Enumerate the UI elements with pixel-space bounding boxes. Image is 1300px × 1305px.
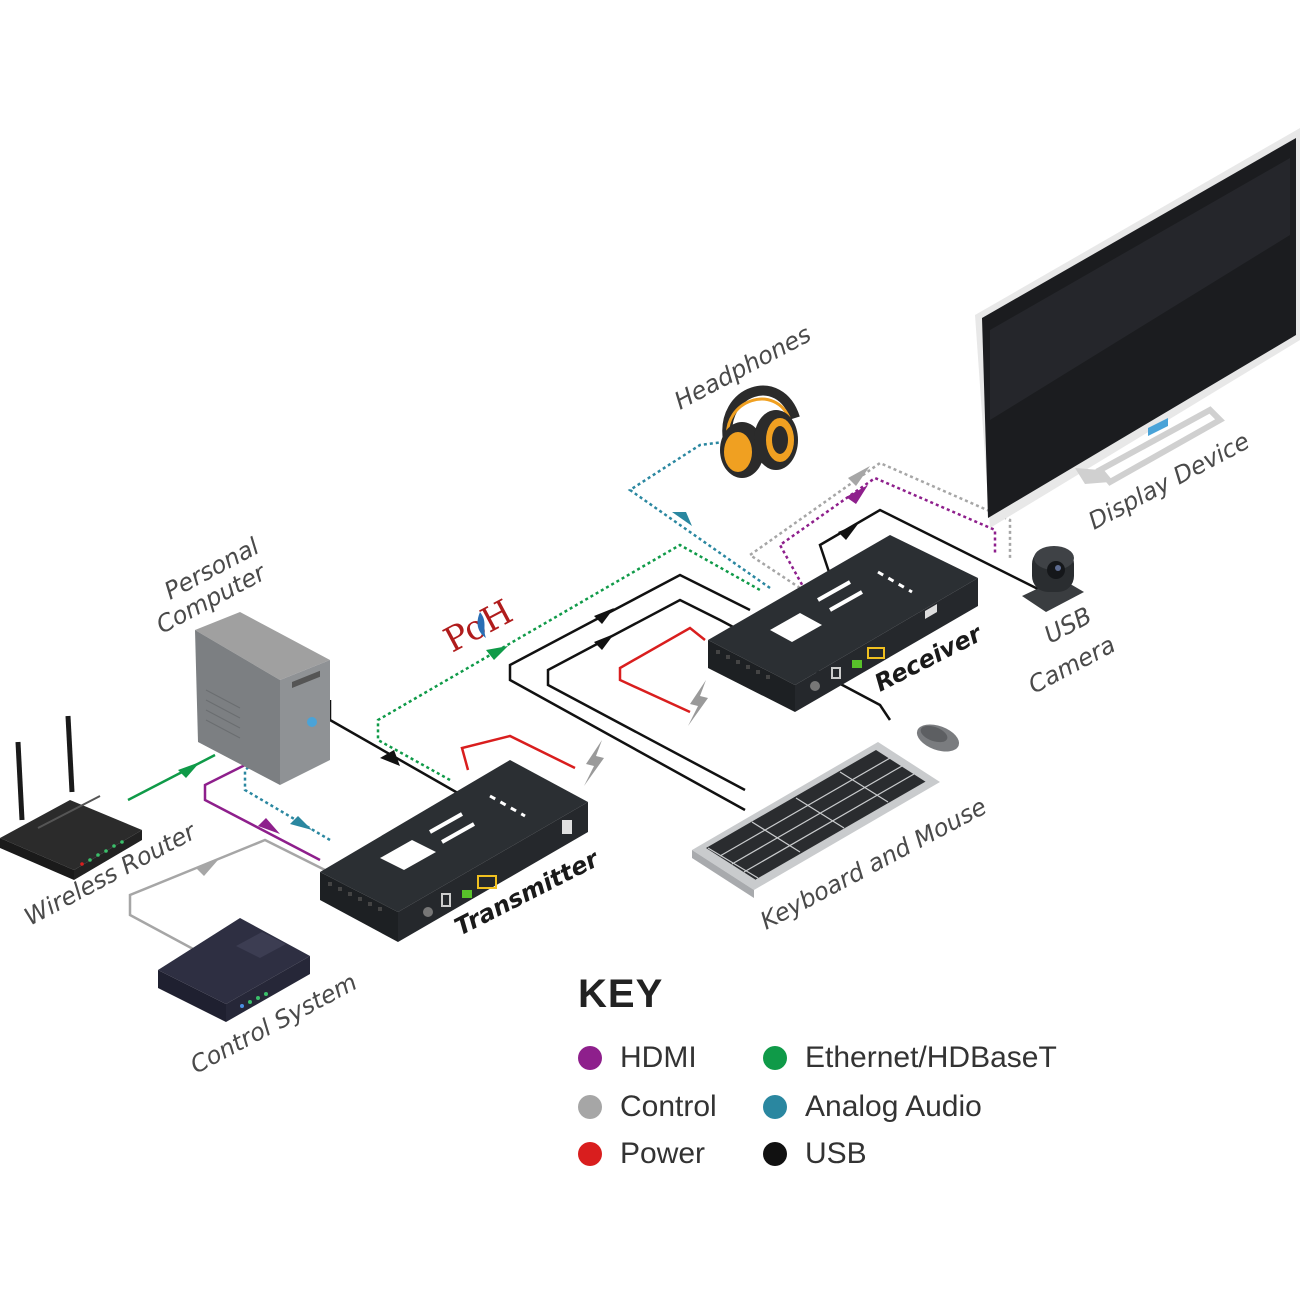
hdmi-line-receiver-display: [778, 476, 997, 591]
legend-item-ethernet: Ethernet/HDBaseT: [763, 1038, 1057, 1078]
legend-item-hdmi: HDMI: [578, 1038, 697, 1078]
connections: [127, 438, 1041, 952]
audio-line-receiver-headphones: [627, 438, 771, 590]
power-line-receiver: [618, 626, 706, 714]
usb-camera-icon: [1022, 546, 1084, 612]
power-bolt-icon: [584, 740, 604, 786]
control-system-icon: [158, 918, 310, 1022]
legend-item-usb: USB: [763, 1134, 867, 1174]
ethernet-arrow-router: [178, 762, 200, 778]
usb-arrow-pc: [380, 750, 400, 766]
poh-badge: PoH: [437, 592, 519, 661]
legend-item-power: Power: [578, 1134, 705, 1174]
ethernet-line-tx-rx: [376, 543, 761, 782]
control-arrow-cs: [196, 860, 218, 876]
camera-label-line2: Camera: [1024, 630, 1120, 699]
legend-dot-ethernet: [763, 1046, 787, 1070]
ethernet-arrow: [486, 646, 508, 660]
mouse-icon: [916, 724, 960, 752]
legend-dot-control: [578, 1095, 602, 1119]
wireless-router-icon: [0, 715, 142, 880]
usb-arrow-2: [594, 634, 614, 650]
keyboard-icon: [692, 742, 940, 898]
usb-arrow-1: [594, 608, 614, 624]
legend-label-ethernet: Ethernet/HDBaseT: [805, 1041, 1057, 1074]
legend-item-control: Control: [578, 1087, 717, 1127]
audio-arrow-receiver: [672, 512, 692, 526]
legend-label-audio: Analog Audio: [805, 1090, 982, 1123]
usb-arrow-camera: [838, 524, 858, 540]
hdmi-arrow-pc: [258, 818, 280, 834]
receiver-box-icon: Receiver: [708, 535, 988, 712]
control-arrow: [848, 466, 870, 486]
legend-dot-usb: [763, 1142, 787, 1166]
legend-label-hdmi: HDMI: [620, 1041, 697, 1074]
legend-dot-audio: [763, 1095, 787, 1119]
headphones-icon: [720, 385, 800, 478]
control-line-receiver-display: [747, 461, 1012, 590]
legend-label-power: Power: [620, 1137, 706, 1170]
hdmi-arrow-receiver: [846, 485, 868, 504]
usb-line-keyboard-receiver-1: [508, 573, 751, 812]
power-bolt-icon: [688, 680, 708, 726]
legend-label-usb: USB: [805, 1137, 867, 1170]
audio-arrow-pc: [290, 816, 312, 830]
power-line-transmitter: [460, 734, 576, 771]
legend-dot-power: [578, 1142, 602, 1166]
usb-line-keyboard-receiver-2: [546, 598, 892, 792]
legend-title: KEY: [578, 972, 664, 1016]
legend-label-control: Control: [620, 1090, 717, 1123]
legend-item-audio: Analog Audio: [763, 1087, 982, 1127]
computer-tower-icon: [195, 612, 330, 785]
usb-line-pc-transmitter: [328, 700, 471, 802]
legend-dot-hdmi: [578, 1046, 602, 1070]
hdmi-line-pc-transmitter: [203, 763, 321, 862]
transmitter-box-icon: Transmitter: [320, 760, 605, 942]
control-line-cs-transmitter: [128, 838, 326, 952]
ethernet-line-router-pc: [127, 753, 216, 802]
display-icon: [975, 128, 1300, 528]
